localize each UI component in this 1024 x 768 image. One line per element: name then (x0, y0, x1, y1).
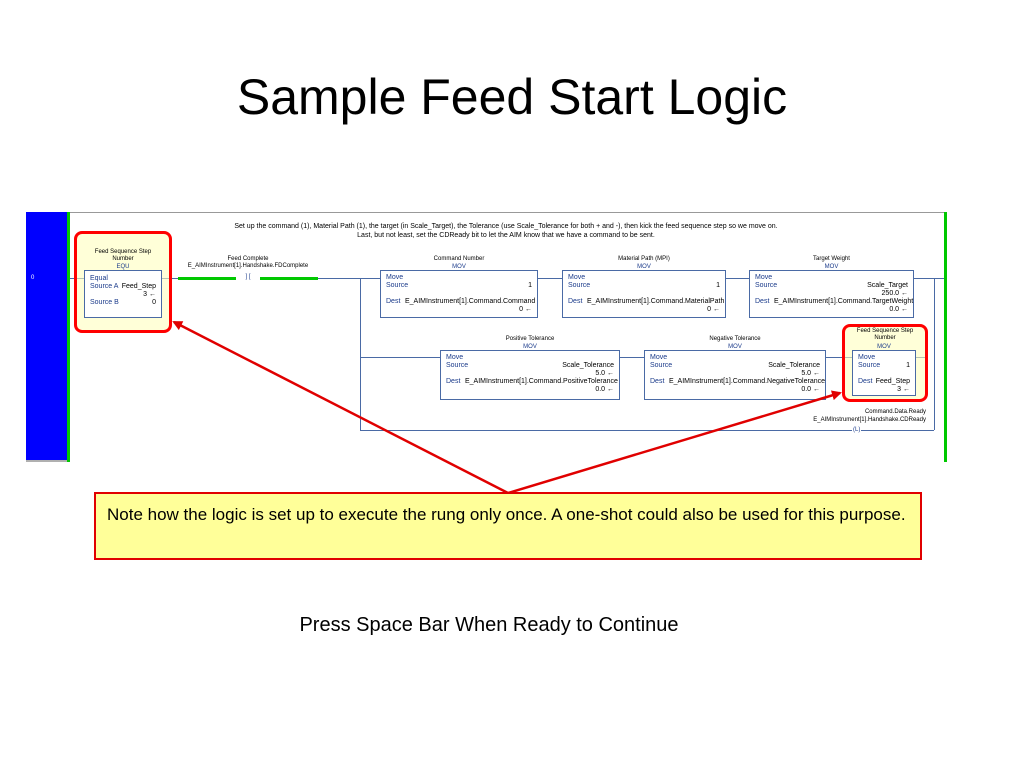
mov-path-dest-label: Dest (568, 298, 583, 305)
mov-command-dest-value: 0 ← (519, 306, 532, 313)
equ-instruction[interactable]: Equal Source A Feed_Step 3 ← Source B 0 (84, 270, 162, 318)
slide-title: Sample Feed Start Logic (236, 69, 788, 125)
mov-command-dest-label: Dest (386, 298, 401, 305)
mov-target-dest-label: Dest (755, 298, 770, 305)
mov-pos-tol-instruction[interactable]: Move Source Scale_Tolerance 5.0 ← Dest E… (440, 350, 620, 400)
mov-neg-tol-instruction[interactable]: Move Source Scale_Tolerance 5.0 ← Dest E… (644, 350, 826, 400)
rung-number: 0 (31, 275, 35, 281)
contact-description: Feed Complete (227, 256, 269, 262)
mov-target-instruction[interactable]: Move Source Scale_Target 250.0 ← Dest E_… (749, 270, 914, 318)
mov-command-source-label: Source (386, 282, 409, 289)
mov-path-mnemonic: MOV (637, 264, 651, 270)
energized-wire-left (178, 277, 242, 280)
equ-description: Feed Sequence Step Number (78, 249, 168, 263)
mov-target-source-label: Source (755, 282, 778, 289)
mov-command-instruction[interactable]: Move Source 1 Dest E_AIMInstrument[1].Co… (380, 270, 538, 318)
mov-target-description: Target Weight (813, 256, 850, 262)
contact-labels: Feed Complete E_AIMInstrument[1].Handsha… (176, 256, 320, 270)
mov-neg-tol-source-tag[interactable]: Scale_Tolerance (768, 362, 820, 369)
mov-path-dest-tag[interactable]: E_AIMInstrument[1].Command.MaterialPath (587, 298, 725, 305)
mov-step-source-label: Source (858, 362, 881, 369)
mov-step-dest-value: 3 ← (897, 386, 910, 393)
mov-neg-tol-dest-value: 0.0 ← (801, 386, 820, 393)
equ-source-a-label: Source A (90, 283, 119, 290)
mov-command-dest-tag[interactable]: E_AIMInstrument[1].Command.Command (405, 298, 536, 305)
mov-path-description: Material Path (MPI) (618, 256, 670, 262)
coil-labels: Command.Data.Ready E_AIMInstrument[1].Ha… (726, 408, 926, 424)
mov-pos-tol-source-value: 5.0 ← (595, 370, 614, 377)
mov-target-source-tag[interactable]: Scale_Target (867, 282, 908, 289)
mov-neg-tol-source-label: Source (650, 362, 673, 369)
mov-pos-tol-dest-tag[interactable]: E_AIMInstrument[1].Command.PositiveToler… (465, 378, 618, 385)
mov-command-mnemonic: MOV (452, 264, 466, 270)
mov-path-dest-value: 0 ← (707, 306, 720, 313)
equ-source-a-value: 3 ← (143, 291, 156, 298)
mov-step-mnemonic: MOV (877, 344, 891, 350)
mov-path-source-label: Source (568, 282, 591, 289)
contact-tag[interactable]: E_AIMInstrument[1].Handshake.FDComplete (187, 263, 309, 269)
mov-step-dest-label: Dest (858, 378, 873, 385)
mov-command-description: Command Number (433, 256, 485, 262)
mov-neg-tol-dest-tag[interactable]: E_AIMInstrument[1].Command.NegativeToler… (669, 378, 826, 385)
mov-target-source-value: 250.0 ← (881, 290, 908, 297)
mov-pos-tol-dest-label: Dest (446, 378, 461, 385)
mov-target-dest-tag[interactable]: E_AIMInstrument[1].Command.TargetWeight (774, 298, 914, 305)
rung-comment[interactable]: Set up the command (1), Material Path (1… (226, 222, 786, 240)
note-callout: Note how the logic is set up to execute … (94, 492, 922, 560)
equ-source-a-tag[interactable]: Feed_Step (121, 283, 156, 290)
coil-tag[interactable]: E_AIMInstrument[1].Handshake.CDReady (813, 417, 926, 423)
mov-step-dest-tag[interactable]: Feed_Step (875, 378, 910, 385)
mov-pos-tol-name: Move (446, 354, 464, 361)
mov-target-mnemonic: MOV (824, 264, 839, 270)
mov-path-source-value[interactable]: 1 (716, 282, 720, 289)
equ-description-line2: Number (112, 256, 134, 262)
left-power-rail (67, 212, 70, 462)
mov-pos-tol-dest-value: 0.0 ← (595, 386, 614, 393)
mov-step-description: Feed Sequence Step Number (844, 328, 926, 342)
xic-contact-symbol[interactable]: ] [ (236, 274, 260, 281)
margin-divider (26, 460, 67, 462)
mov-neg-tol-dest-label: Dest (650, 378, 665, 385)
mov-step-source-value[interactable]: 1 (906, 362, 910, 369)
rung-top-border (70, 212, 944, 213)
equ-source-b-label: Source B (90, 299, 119, 306)
mov-pos-tol-source-label: Source (446, 362, 469, 369)
mov-step-instruction[interactable]: Move Source 1 Dest Feed_Step 3 ← (852, 350, 916, 396)
equ-source-b-value[interactable]: 0 (152, 299, 156, 306)
coil-description: Command.Data.Ready (864, 409, 926, 415)
mov-step-description-line1: Feed Sequence Step (856, 328, 914, 334)
branch-bottom-wire (360, 430, 934, 431)
right-power-rail (944, 212, 947, 462)
mov-neg-tol-mnemonic: MOV (728, 344, 742, 350)
press-continue-prompt: Press Space Bar When Ready to Continue (299, 614, 679, 636)
equ-description-line1: Feed Sequence Step (94, 249, 152, 255)
energized-wire-right (254, 277, 318, 280)
mov-pos-tol-mnemonic: MOV (523, 344, 537, 350)
mov-command-name: Move (386, 274, 404, 281)
mov-neg-tol-source-value: 5.0 ← (801, 370, 820, 377)
mov-step-name: Move (858, 354, 876, 361)
mov-neg-tol-description: Negative Tolerance (709, 336, 761, 342)
mov-pos-tol-description: Positive Tolerance (505, 336, 555, 342)
mov-path-instruction[interactable]: Move Source 1 Dest E_AIMInstrument[1].Co… (562, 270, 726, 318)
rung-comment-line1: Set up the command (1), Material Path (1… (234, 223, 778, 230)
latch-coil-symbol[interactable]: (L) (852, 426, 862, 434)
branch-right-wire (934, 278, 935, 430)
mov-target-dest-value: 0.0 ← (889, 306, 908, 313)
mov-command-source-value[interactable]: 1 (528, 282, 532, 289)
rung-comment-line2: Last, but not least, set the CDReady bit… (357, 232, 655, 239)
mov-neg-tol-name: Move (650, 354, 668, 361)
ladder-logic-editor[interactable]: 0 Set up the command (1), Material Path … (26, 212, 948, 462)
rung-margin[interactable] (26, 212, 67, 460)
mov-step-description-line2: Number (874, 335, 896, 341)
branch-left-wire (360, 278, 361, 430)
equ-mnemonic: EQU (116, 264, 130, 270)
mov-pos-tol-source-tag[interactable]: Scale_Tolerance (562, 362, 614, 369)
mov-target-name: Move (755, 274, 773, 281)
equ-name: Equal (90, 275, 108, 282)
mov-path-name: Move (568, 274, 586, 281)
